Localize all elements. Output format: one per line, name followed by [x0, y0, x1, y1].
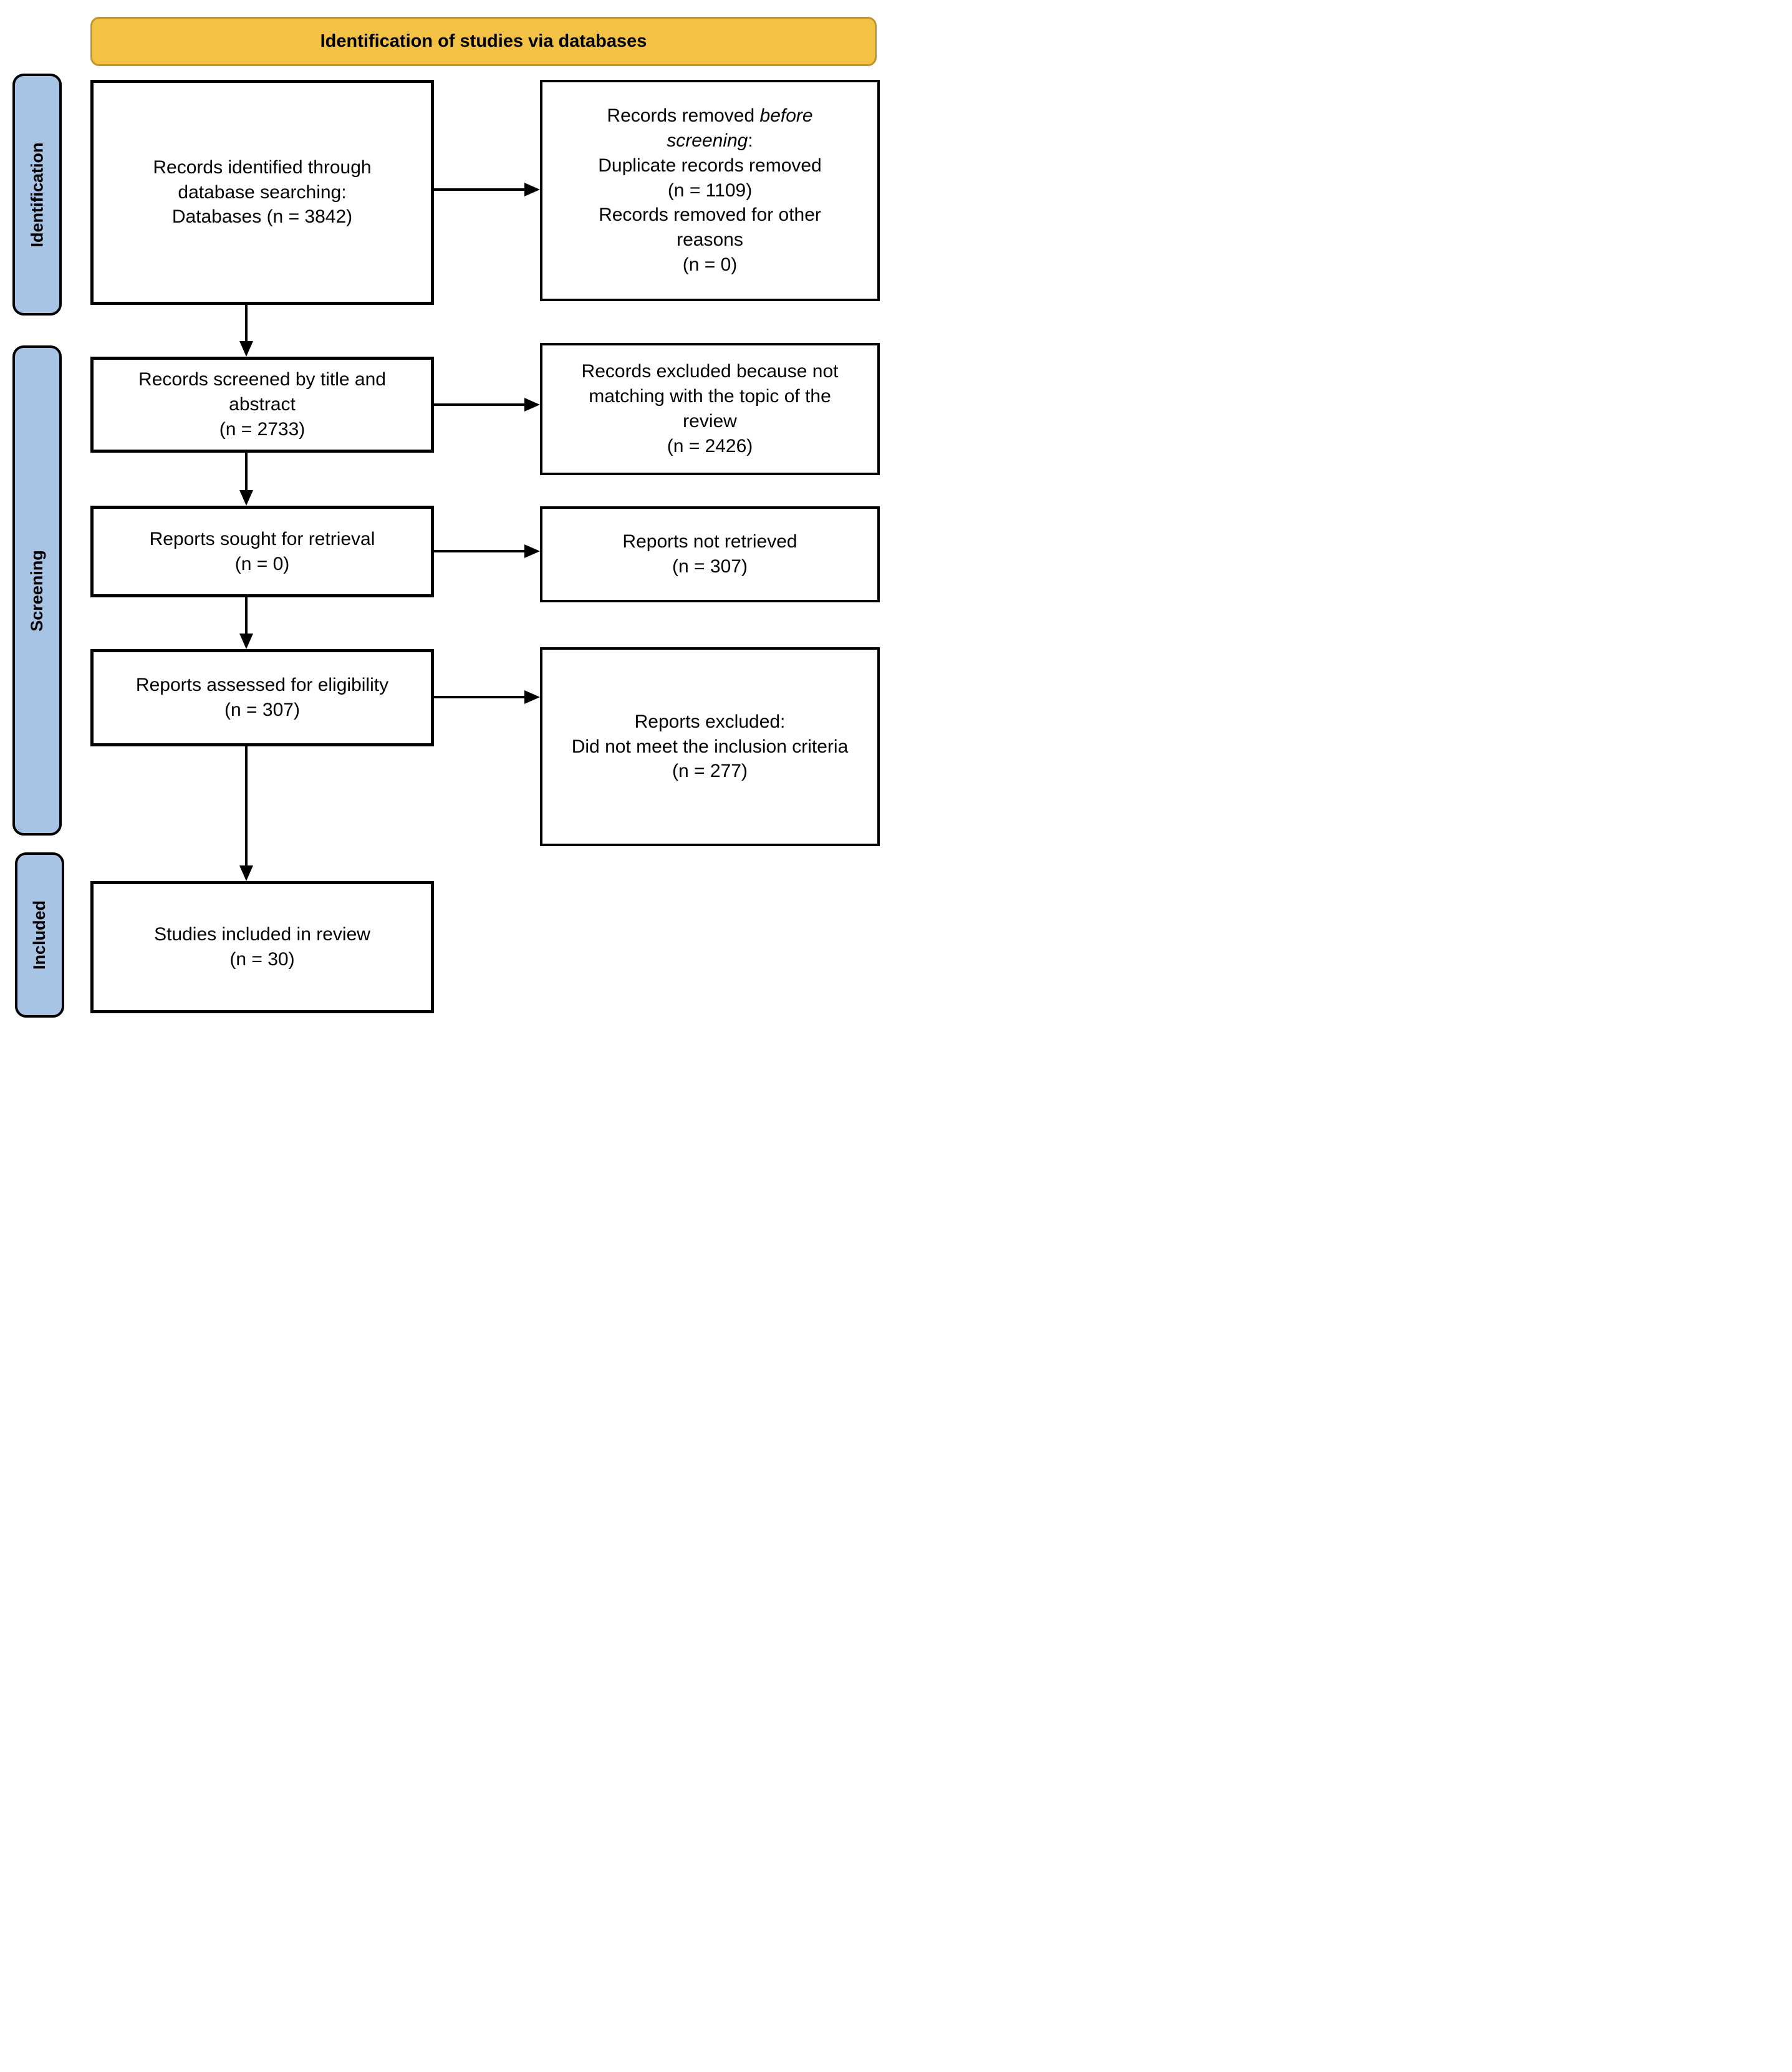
text-line: reasons [677, 229, 743, 251]
text-line: Records identified through [153, 157, 372, 178]
text-line: (n = 277) [672, 761, 748, 782]
box-records-excluded: Records excluded because not matching wi… [540, 343, 880, 475]
text-line: matching with the topic of the [589, 386, 831, 407]
stage-label-text: Included [30, 900, 49, 970]
box-reports-excluded: Reports excluded: Did not meet the inclu… [540, 647, 880, 846]
text-line: (n = 1109) [667, 180, 753, 201]
text-line: (n = 307) [224, 700, 300, 720]
text-line: Studies included in review [154, 924, 370, 945]
box-records-removed-before-screening: Records removed before screening: Duplic… [540, 80, 880, 301]
text-line: (n = 2733) [219, 418, 306, 440]
text-line: Records screened by title and [138, 369, 386, 390]
prisma-flow-diagram: Identification of studies via databases … [0, 0, 896, 1036]
stage-label-included: Included [15, 852, 64, 1018]
banner-identification-of-studies: Identification of studies via databases [90, 17, 877, 66]
text-line: screening: [667, 130, 753, 151]
banner-title: Identification of studies via databases [320, 31, 647, 51]
text-line: Duplicate records removed [598, 155, 822, 176]
box-studies-included: Studies included in review (n = 30) [90, 881, 434, 1013]
text-line: (n = 30) [229, 949, 295, 970]
flow-arrow-identified-to-removed [434, 188, 524, 191]
stage-label-text: Screening [27, 549, 47, 632]
text-line: Records excluded because not [581, 361, 839, 382]
text-line: Did not meet the inclusion criteria [571, 736, 849, 757]
text-line: Databases (n = 3842) [171, 206, 353, 228]
box-records-identified: Records identified through database sear… [90, 80, 434, 305]
text-line: Reports excluded: [634, 711, 786, 732]
text-line: Reports not retrieved [622, 531, 797, 552]
flow-arrow-sought-to-assessed [245, 597, 248, 634]
box-reports-assessed: Reports assessed for eligibility (n = 30… [90, 649, 434, 746]
text-line: Records removed before [607, 105, 813, 126]
text-line: review [683, 411, 737, 431]
text-line: abstract [229, 394, 296, 415]
text-line: Reports assessed for eligibility [135, 675, 389, 696]
flow-arrow-screened-to-sought [245, 453, 248, 490]
text-line: Reports sought for retrieval [149, 528, 375, 549]
flow-arrow-sought-to-not-retrieved [434, 550, 524, 552]
stage-label-screening: Screening [12, 345, 62, 836]
text-line: database searching: [178, 181, 347, 203]
box-reports-not-retrieved: Reports not retrieved (n = 307) [540, 506, 880, 602]
stage-label-text: Identification [27, 142, 46, 247]
text-line: Records removed for other [599, 205, 821, 226]
box-reports-sought: Reports sought for retrieval (n = 0) [90, 506, 434, 597]
stage-label-identification: Identification [12, 74, 62, 316]
flow-arrow-assessed-to-excluded [434, 696, 524, 698]
text-line: (n = 0) [682, 254, 738, 276]
text-line: (n = 307) [672, 556, 748, 577]
flow-arrow-identified-to-screened [245, 305, 248, 341]
flow-arrow-assessed-to-included [245, 746, 248, 865]
text-line: (n = 2426) [667, 435, 753, 456]
box-records-screened: Records screened by title and abstract (… [90, 357, 434, 453]
flow-arrow-screened-to-excluded [434, 403, 524, 406]
text-line: (n = 0) [234, 553, 290, 574]
